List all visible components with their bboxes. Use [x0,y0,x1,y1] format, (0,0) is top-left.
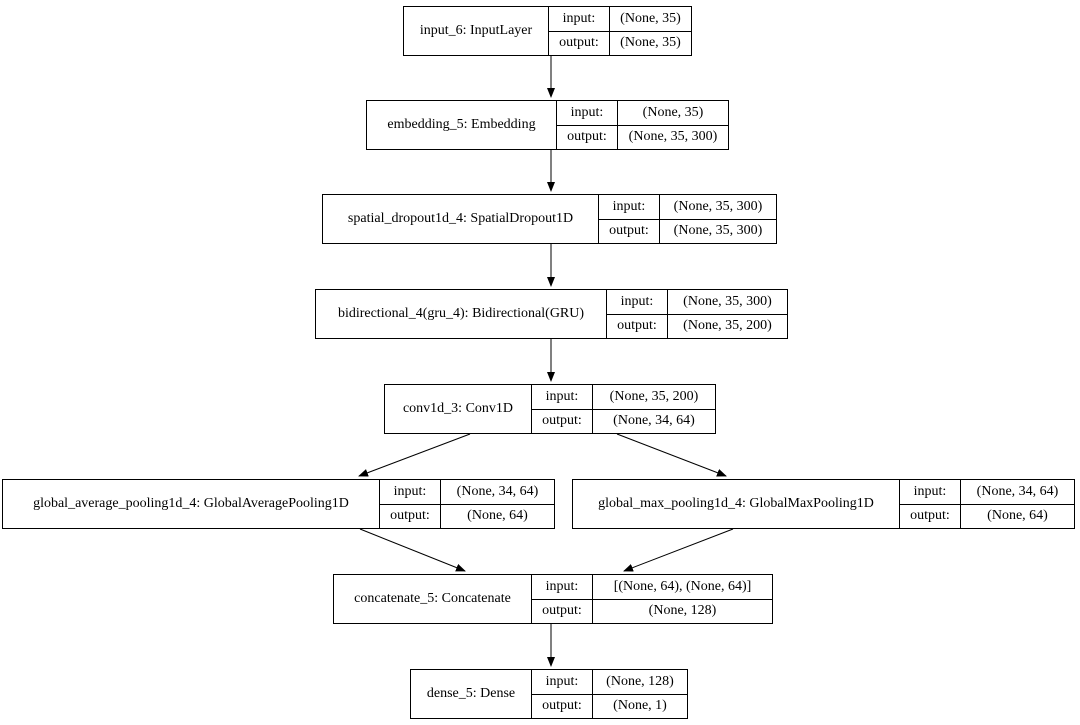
io-labels: input: output: [531,670,593,718]
output-shape: (None, 1) [613,698,667,714]
io-labels: input: output: [606,290,668,338]
node-concatenate_5: concatenate_5: Concatenate input: output… [333,574,773,624]
io-labels: input: output: [899,480,961,528]
output-shape: (None, 35, 300) [673,223,763,239]
input-shape: (None, 35) [610,7,691,32]
input-label: input: [532,385,592,410]
output-shape: (None, 34, 64) [613,413,695,429]
output-label: output: [542,698,582,714]
output-label: output: [910,508,950,524]
shape-values: (None, 35, 300) (None, 35, 200) [668,290,787,338]
shape-values: (None, 34, 64) (None, 64) [961,480,1074,528]
output-shape: (None, 35, 200) [683,318,772,334]
io-labels: input: output: [531,575,593,623]
output-label: output: [567,129,607,145]
io-labels: input: output: [379,480,441,528]
input-shape: (None, 34, 64) [961,480,1074,505]
output-label: output: [390,508,430,524]
node-spatial_dropout1d_4: spatial_dropout1d_4: SpatialDropout1D in… [322,194,777,244]
layer-name: bidirectional_4(gru_4): Bidirectional(GR… [337,306,585,321]
shape-values: (None, 35, 200) (None, 34, 64) [593,385,715,433]
input-shape: [(None, 64), (None, 64)] [593,575,772,600]
output-shape: (None, 35, 300) [628,129,718,145]
layer-name: global_max_pooling1d_4: GlobalMaxPooling… [598,496,874,511]
input-label: input: [380,480,440,505]
layer-name: spatial_dropout1d_4: SpatialDropout1D [347,211,574,226]
layer-name: conv1d_3: Conv1D [402,401,514,416]
input-label: input: [532,670,592,695]
output-shape: (None, 35) [620,35,681,51]
output-label: output: [542,603,582,619]
layer-name: global_average_pooling1d_4: GlobalAverag… [33,496,349,511]
edge-conv1d_3-to-global_max_pooling1d_4 [616,433,727,477]
shape-values: (None, 34, 64) (None, 64) [441,480,554,528]
node-conv1d_3: conv1d_3: Conv1D input: output: (None, 3… [384,384,716,434]
input-label: input: [557,101,617,126]
output-label: output: [559,35,599,51]
input-label: input: [599,195,659,220]
shape-values: [(None, 64), (None, 64)] (None, 128) [593,575,772,623]
node-bidirectional_4: bidirectional_4(gru_4): Bidirectional(GR… [315,289,788,339]
io-labels: input: output: [531,385,593,433]
output-label: output: [542,413,582,429]
node-global_max_pooling1d_4: global_max_pooling1d_4: GlobalMaxPooling… [572,479,1075,529]
output-shape: (None, 64) [467,508,528,524]
input-shape: (None, 128) [593,670,687,695]
output-shape: (None, 64) [987,508,1048,524]
shape-values: (None, 35, 300) (None, 35, 300) [660,195,776,243]
layer-name: embedding_5: Embedding [387,117,536,132]
input-shape: (None, 35, 200) [593,385,715,410]
input-shape: (None, 34, 64) [441,480,554,505]
io-labels: input: output: [556,101,618,149]
input-shape: (None, 35, 300) [668,290,787,315]
io-labels: input: output: [548,7,610,55]
layer-name: concatenate_5: Concatenate [354,591,511,606]
node-global_average_pooling1d_4: global_average_pooling1d_4: GlobalAverag… [2,479,555,529]
input-label: input: [900,480,960,505]
node-dense_5: dense_5: Dense input: output: (None, 128… [410,669,688,719]
edge-global_average_pooling1d_4-to-concatenate_5 [359,528,466,572]
layer-name: input_6: InputLayer [419,23,533,38]
edge-conv1d_3-to-global_average_pooling1d_4 [358,433,471,477]
edge-global_max_pooling1d_4-to-concatenate_5 [623,528,734,572]
node-input_6: input_6: InputLayer input: output: (None… [403,6,692,56]
node-embedding_5: embedding_5: Embedding input: output: (N… [366,100,729,150]
input-label: input: [549,7,609,32]
io-labels: input: output: [598,195,660,243]
output-label: output: [609,223,649,239]
input-label: input: [532,575,592,600]
input-shape: (None, 35, 300) [660,195,776,220]
shape-values: (None, 35) (None, 35, 300) [618,101,728,149]
input-label: input: [607,290,667,315]
output-label: output: [617,318,657,334]
output-shape: (None, 128) [648,603,717,619]
shape-values: (None, 128) (None, 1) [593,670,687,718]
input-shape: (None, 35) [618,101,728,126]
shape-values: (None, 35) (None, 35) [610,7,691,55]
layer-name: dense_5: Dense [426,686,516,701]
